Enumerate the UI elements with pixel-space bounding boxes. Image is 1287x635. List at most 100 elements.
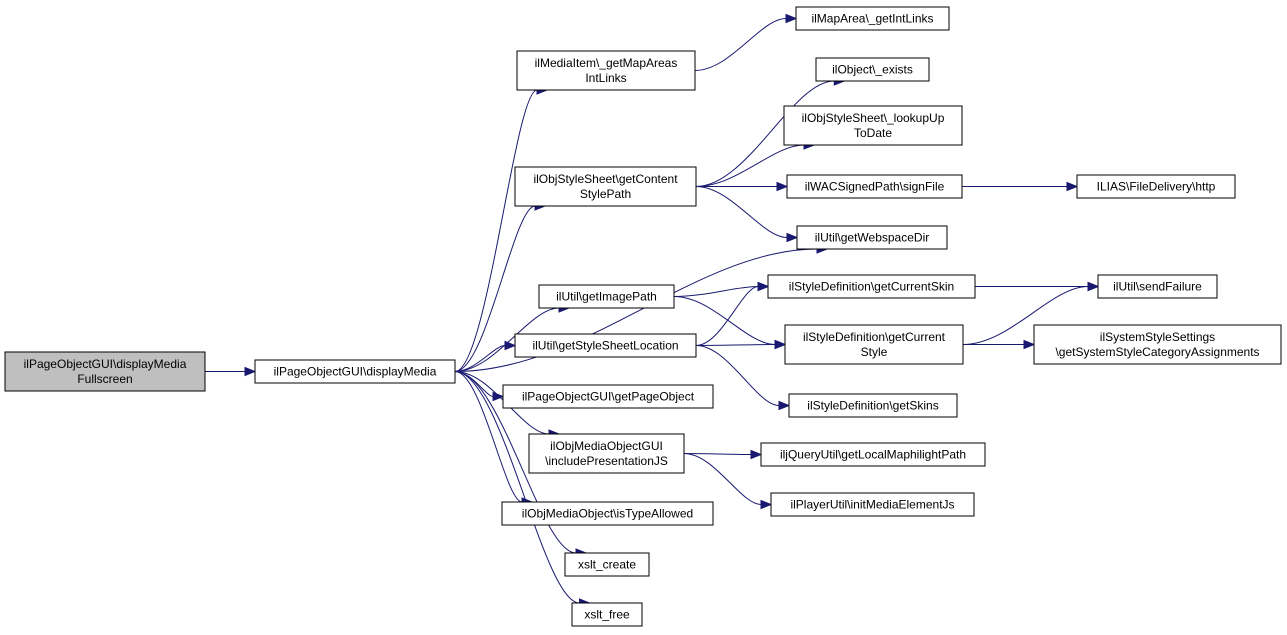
edge-line	[454, 205, 536, 372]
node-box	[571, 602, 643, 627]
node-box	[795, 6, 950, 31]
edge-get-map-areas-int-links-to-get-int-links	[694, 13, 798, 71]
edge-include-presentation-js-to-get-local-maphilight-path	[683, 449, 763, 460]
node-send-failure[interactable]: ilUtil\sendFailure	[1097, 274, 1218, 299]
edge-line	[454, 307, 560, 372]
node-label: ilMediaItem\_getMapAreas	[535, 56, 678, 70]
node-label: \getSystemStyleCategoryAssignments	[1055, 345, 1259, 359]
node-label: ilStyleDefinition\getSkins	[807, 399, 938, 413]
node-xslt-free[interactable]: xslt_free	[571, 602, 643, 627]
edge-line	[454, 371, 523, 503]
edge-line	[683, 453, 762, 505]
node-get-skins[interactable]: ilStyleDefinition\getSkins	[788, 393, 958, 418]
node-label: ilPageObjectGUI\getPageObject	[522, 390, 695, 404]
node-box	[1076, 174, 1236, 199]
arrowhead-icon	[244, 366, 257, 377]
node-box	[254, 359, 456, 384]
node-label: ilPageObjectGUI\displayMedia	[24, 357, 187, 371]
arrowhead-icon	[786, 232, 799, 243]
node-xslt-create[interactable]: xslt_create	[564, 552, 650, 577]
node-get-system-style-category-assignments[interactable]: ilSystemStyleSettings\getSystemStyleCate…	[1033, 324, 1282, 365]
edge-line	[962, 286, 1089, 345]
node-box	[786, 174, 963, 199]
node-label: xslt_free	[584, 608, 630, 622]
node-box	[514, 166, 697, 207]
node-label: xslt_create	[578, 558, 636, 572]
node-box	[1097, 274, 1218, 299]
node-label: StylePath	[580, 187, 631, 201]
arrowhead-icon	[750, 449, 763, 460]
node-label: ilPageObjectGUI\displayMedia	[274, 365, 437, 379]
node-get-webspace-dir[interactable]: ilUtil\getWebspaceDir	[796, 225, 948, 250]
node-box	[1033, 324, 1282, 365]
edge-display-media-to-get-style-sheet-location	[454, 340, 517, 372]
node-label: Style	[861, 345, 888, 359]
arrowhead-icon	[774, 339, 787, 350]
arrowhead-icon	[1023, 339, 1036, 350]
node-box	[502, 384, 714, 409]
node-label: ilObject\_exists	[832, 63, 913, 77]
node-box	[767, 274, 976, 299]
node-is-type-allowed[interactable]: ilObjMediaObject\isTypeAllowed	[501, 501, 714, 526]
node-box	[528, 433, 685, 474]
node-get-local-maphilight-path[interactable]: iljQueryUtil\getLocalMaphilightPath	[760, 442, 986, 467]
arrowhead-icon	[776, 181, 789, 192]
node-label: iljQueryUtil\getLocalMaphilightPath	[780, 448, 966, 462]
edge-line	[695, 144, 805, 187]
edge-line	[695, 345, 780, 406]
node-label: ilUtil\getWebspaceDir	[815, 231, 930, 245]
edge-get-style-sheet-location-to-get-skins	[695, 345, 791, 411]
node-label: ilUtil\getImagePath	[556, 290, 657, 304]
node-get-style-sheet-location[interactable]: ilUtil\getStyleSheetLocation	[514, 333, 697, 358]
node-label: ilUtil\sendFailure	[1113, 280, 1202, 294]
edge-get-current-style-to-send-failure	[962, 281, 1100, 345]
node-label: ilObjMediaObject\isTypeAllowed	[522, 507, 693, 521]
edge-line	[695, 80, 835, 187]
node-box	[4, 351, 206, 392]
edge-get-current-skin-to-send-failure	[974, 281, 1100, 292]
node-box	[514, 333, 697, 358]
node-label: ilMapArea\_getIntLinks	[811, 12, 933, 26]
edge-line	[695, 186, 788, 238]
edge-display-media-to-get-map-areas-int-links	[454, 85, 549, 372]
node-include-presentation-js[interactable]: ilObjMediaObjectGUI\includePresentationJ…	[528, 433, 685, 474]
edge-line	[454, 89, 538, 372]
node-get-int-links[interactable]: ilMapArea\_getIntLinks	[795, 6, 950, 31]
edge-get-image-path-to-get-current-skin	[673, 281, 770, 297]
node-init-media-element-js[interactable]: ilPlayerUtil\initMediaElementJs	[770, 492, 975, 517]
edge-get-content-style-path-to-sign-file	[696, 181, 789, 192]
node-get-page-object[interactable]: ilPageObjectGUI\getPageObject	[502, 384, 714, 409]
arrowhead-icon	[757, 281, 770, 292]
node-get-image-path[interactable]: ilUtil\getImagePath	[538, 284, 675, 309]
node-label: ilSystemStyleSettings	[1100, 330, 1215, 344]
edge-get-content-style-path-to-get-webspace-dir	[695, 186, 799, 243]
node-box	[760, 442, 986, 467]
edge-line	[695, 286, 759, 346]
node-box	[770, 492, 975, 517]
call-nodes: ilPageObjectGUI\displayMediaFullscreenil…	[4, 6, 1282, 627]
node-box	[784, 324, 964, 365]
arrowhead-icon	[785, 13, 798, 24]
node-label: ILIAS\FileDelivery\http	[1097, 180, 1216, 194]
arrowhead-icon	[760, 499, 773, 510]
node-sign-file[interactable]: ilWACSignedPath\signFile	[786, 174, 963, 199]
node-display-media[interactable]: ilPageObjectGUI\displayMedia	[254, 359, 456, 384]
node-label: ilStyleDefinition\getCurrent	[803, 330, 946, 344]
node-label: \includePresentationJS	[545, 454, 668, 468]
node-box	[796, 225, 948, 250]
node-box	[516, 50, 696, 91]
node-get-current-skin[interactable]: ilStyleDefinition\getCurrentSkin	[767, 274, 976, 299]
node-box	[788, 393, 958, 418]
node-label: ilPlayerUtil\initMediaElementJs	[790, 498, 954, 512]
node-http[interactable]: ILIAS\FileDelivery\http	[1076, 174, 1236, 199]
node-exists[interactable]: ilObject\_exists	[815, 57, 930, 82]
edge-line	[673, 296, 776, 345]
arrowhead-icon	[504, 340, 517, 351]
node-box	[538, 284, 675, 309]
